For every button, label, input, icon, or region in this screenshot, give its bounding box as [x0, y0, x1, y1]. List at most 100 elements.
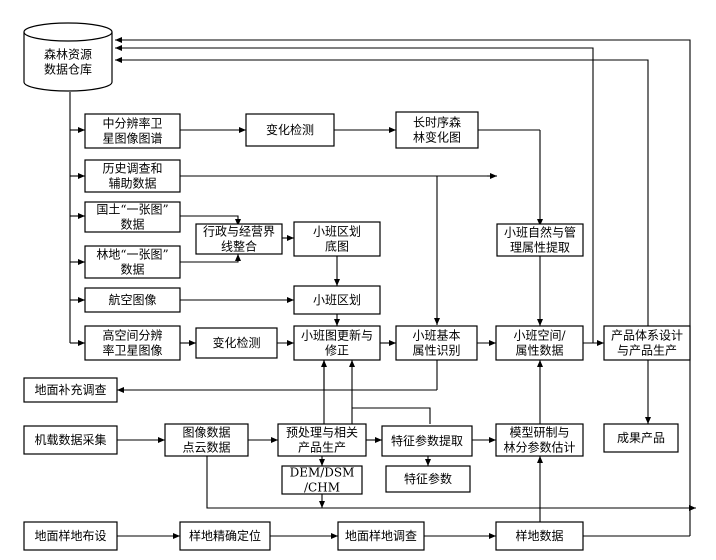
longterm-line-1: 长时序森	[413, 115, 461, 130]
connector-spatial-to-warehouse	[115, 45, 594, 343]
admin-merge-line-2: 线整合	[221, 239, 257, 254]
mid-sat-line-2: 星图像图谱	[102, 132, 162, 146]
plot-data-box: 样地数据	[495, 521, 584, 551]
map-update-line-1: 小班图更新与	[301, 328, 373, 343]
spatial-attr-line-2: 属性数据	[515, 343, 563, 358]
admin-merge-line-1: 行政与经营界	[203, 225, 275, 239]
svg-text:成果产品: 成果产品	[617, 431, 665, 445]
aerial-image-box: 航空图像	[84, 287, 181, 313]
high-sat-line-1: 高空间分辨	[102, 328, 162, 343]
lindi-map-line-2: 数据	[120, 262, 144, 277]
svg-text:行政与经营界线整合: 行政与经营界线整合	[203, 225, 275, 254]
basic-attr-line-1: 小班基本	[412, 329, 460, 343]
connector-image-to-right-loop	[206, 456, 696, 511]
change-2-line-1: 变化检测	[212, 335, 260, 350]
natural-management-attr-box: 小班自然与管理属性提取	[496, 223, 584, 257]
connector-outer-loop-to-warehouse	[115, 37, 691, 536]
image-cloud-line-1: 图像数据	[182, 425, 230, 440]
svg-text:变化检测: 变化检测	[266, 122, 314, 137]
high-sat-line-2: 率卫星图像	[102, 343, 162, 358]
feature-params-line-1: 特征参数	[404, 471, 452, 486]
subcomp-div-line-1: 小班区划	[313, 293, 361, 307]
model-dev-line-1: 模型研制与	[509, 426, 569, 440]
mid-resolution-satellite-box: 中分辨率卫星图像图谱	[84, 113, 181, 149]
feature-extract-line-1: 特征参数提取	[391, 433, 463, 448]
svg-text:地面样地调查: 地面样地调查	[345, 528, 417, 543]
image-cloud-line-2: 点云数据	[182, 440, 230, 455]
connector-guotu-to-admin	[180, 215, 241, 226]
svg-text:小班自然与管理属性提取: 小班自然与管理属性提取	[504, 225, 576, 255]
svg-text:机载数据采集: 机载数据采集	[34, 432, 106, 447]
plot-layout-line-1: 地面样地布设	[34, 528, 106, 543]
feature-extraction-box: 特征参数提取	[381, 425, 473, 457]
map-update-line-2: 修正	[325, 343, 349, 358]
plot-precise-location-box: 样地精确定位	[179, 521, 271, 551]
process-boxes: 中分辨率卫星图像图谱 变化检测 长时序森林变化图 历史调查和辅助数据 国土“一张…	[23, 111, 691, 551]
svg-text:DEM/DSM/CHM: DEM/DSM/CHM	[290, 466, 355, 495]
subcomp-base-line-2: 底图	[325, 239, 349, 254]
svg-text:长时序森林变化图: 长时序森林变化图	[413, 115, 461, 145]
svg-text:图像数据点云数据: 图像数据点云数据	[182, 425, 230, 455]
warehouse-label: 森林资源数据仓库	[44, 47, 92, 77]
basic-attr-line-2: 属性识别	[412, 344, 460, 358]
svg-text:特征参数提取: 特征参数提取	[391, 433, 463, 448]
svg-text:地面样地布设: 地面样地布设	[34, 528, 106, 543]
result-product-box: 成果产品	[603, 423, 679, 453]
svg-text:国土“一张图”数据: 国土“一张图”数据	[96, 203, 168, 232]
mid-sat-line-1: 中分辨率卫	[102, 116, 162, 131]
plot-locate-line-1: 样地精确定位	[189, 528, 261, 543]
svg-text:林地“一张图”数据: 林地“一张图”数据	[96, 248, 168, 277]
longterm-line-2: 林变化图	[413, 130, 461, 145]
ground-plot-survey-box: 地面样地调查	[337, 521, 425, 551]
basic-attribute-recognition-box: 小班基本属性识别	[395, 325, 478, 361]
lindi-map-line-1: 林地“一张图”	[96, 248, 168, 262]
long-term-change-map-box: 长时序森林变化图	[395, 111, 479, 149]
change-1-line-1: 变化检测	[266, 122, 314, 137]
dem-line-2: /CHM	[304, 481, 340, 495]
airborne-line-1: 机载数据采集	[34, 432, 106, 447]
spatial-attr-line-1: 小班空间/	[513, 329, 566, 343]
warehouse-line-2: 数据仓库	[44, 62, 92, 77]
connector-lindi-to-admin	[180, 254, 241, 263]
history-survey-box: 历史调查和辅助数据	[84, 159, 181, 193]
svg-text:样地数据: 样地数据	[515, 528, 563, 543]
product-design-line-2: 与产品生产	[617, 344, 677, 358]
dem-dsm-chm-box: DEM/DSM/CHM	[281, 465, 363, 495]
plot-survey-line-1: 地面样地调查	[345, 528, 417, 543]
airborne-data-collection-box: 机载数据采集	[23, 425, 118, 455]
spatial-attribute-data-box: 小班空间/属性数据	[495, 325, 584, 361]
guotu-map-line-2: 数据	[120, 217, 144, 232]
subcompartment-division-box: 小班区划	[293, 285, 381, 315]
model-development-box: 模型研制与林分参数估计	[495, 423, 584, 457]
history-line-2: 辅助数据	[108, 176, 156, 191]
aerial-line-1: 航空图像	[108, 292, 156, 307]
model-dev-line-2: 林分参数估计	[503, 440, 575, 455]
svg-text:小班区划: 小班区划	[313, 293, 361, 307]
svg-text:航空图像: 航空图像	[108, 292, 156, 307]
svg-text:特征参数: 特征参数	[404, 471, 452, 486]
subcomp-base-line-1: 小班区划	[313, 225, 361, 239]
svg-text:中分辨率卫星图像图谱: 中分辨率卫星图像图谱	[102, 116, 162, 146]
svg-text:预处理与相关产品生产: 预处理与相关产品生产	[286, 426, 358, 455]
result-line-1: 成果产品	[617, 431, 665, 445]
svg-text:模型研制与林分参数估计: 模型研制与林分参数估计	[503, 426, 575, 455]
ground-supp-line-1: 地面补充调查	[34, 382, 106, 397]
connectors	[69, 37, 696, 539]
dem-line-1: DEM/DSM	[290, 466, 355, 480]
image-point-cloud-box: 图像数据点云数据	[164, 423, 249, 457]
guotu-one-map-box: 国土“一张图”数据	[84, 201, 181, 233]
svg-text:样地精确定位: 样地精确定位	[189, 528, 261, 543]
product-system-design-box: 产品体系设计与产品生产	[603, 325, 691, 361]
svg-text:高空间分辨率卫星图像: 高空间分辨率卫星图像	[102, 328, 162, 358]
svg-text:小班区划底图: 小班区划底图	[313, 225, 361, 254]
change-detection-box-2: 变化检测	[195, 327, 278, 359]
subcompartment-base-map-box: 小班区划底图	[293, 221, 381, 257]
svg-text:产品体系设计与产品生产: 产品体系设计与产品生产	[611, 329, 683, 358]
svg-text:小班图更新与修正: 小班图更新与修正	[301, 328, 373, 358]
map-update-correction-box: 小班图更新与修正	[293, 325, 381, 361]
change-detection-box-1: 变化检测	[245, 113, 335, 147]
guotu-map-line-1: 国土“一张图”	[96, 203, 168, 217]
svg-text:历史调查和辅助数据: 历史调查和辅助数据	[102, 162, 162, 191]
connector-product-to-warehouse	[115, 57, 649, 326]
